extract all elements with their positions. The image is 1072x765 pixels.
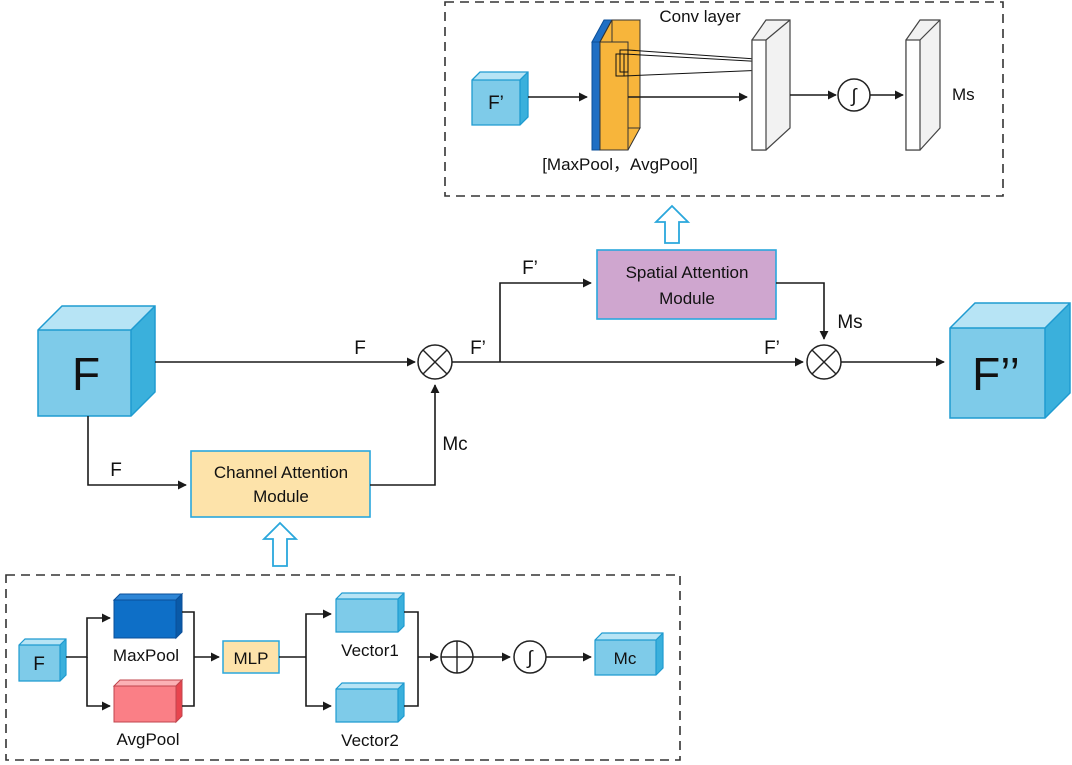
vector1-label: Vector1 <box>341 641 399 660</box>
vector1-block <box>335 592 405 633</box>
spatial-detail-frame <box>444 1 1004 197</box>
maxpool-block <box>112 592 184 640</box>
mlp-block: MLP <box>222 640 280 674</box>
channel-input-cube: F <box>18 638 67 682</box>
mc-output-cube: Mc <box>594 632 664 676</box>
edge-label-F-channel: F <box>110 460 122 481</box>
edge-label-fprime-3: F’ <box>764 338 780 359</box>
arrow-F-to-maxpool <box>66 613 111 658</box>
output-cube-F-double-prime: F’’ <box>949 302 1071 419</box>
spatial-module-label-line1: Spatial Attention <box>626 263 749 282</box>
multiply-node-2 <box>806 344 842 380</box>
spatial-output-label: Ms <box>952 85 975 104</box>
channel-input-label: F <box>33 654 45 675</box>
pool-label: [MaxPool，AvgPool] <box>542 155 698 174</box>
spatial-sigmoid-node: ∫ <box>837 78 871 112</box>
mlp-label: MLP <box>234 649 269 668</box>
maxpool-label: MaxPool <box>113 646 179 665</box>
spatial-input-label: F’ <box>488 93 504 114</box>
ms-output-map <box>905 19 941 151</box>
conv-output-map <box>751 19 791 151</box>
edge-label-ms: Ms <box>837 312 862 333</box>
arrow-mc-to-multiply <box>370 384 440 486</box>
vector2-block <box>335 682 405 723</box>
pool-feature-maps <box>591 19 771 151</box>
conv-layer-label: Conv layer <box>659 7 741 26</box>
vector2-label: Vector2 <box>341 731 399 750</box>
avgpool-block <box>112 678 184 724</box>
edge-label-fprime-2: F’ <box>522 258 538 279</box>
avgpool-label: AvgPool <box>116 730 179 749</box>
input-cube-label: F <box>72 348 100 400</box>
spatial-input-cube: F’ <box>471 71 529 126</box>
spatial-module-label-line2: Module <box>659 289 715 308</box>
spatial-attention-module: Spatial Attention Module <box>596 249 777 320</box>
arrow-F-to-channel <box>87 416 187 490</box>
channel-module-label-line1: Channel Attention <box>214 463 348 482</box>
arrow-fprime-to-spatial <box>499 278 592 362</box>
edge-label-F-main: F <box>354 338 366 359</box>
arrow-ms-to-multiply2 <box>776 282 829 340</box>
channel-detail-frame <box>5 574 681 761</box>
channel-sigmoid-node: ∫ <box>513 640 547 674</box>
pool-merge-bracket <box>182 611 195 707</box>
edge-label-mc: Mc <box>442 434 467 455</box>
channel-attention-module: Channel Attention Module <box>190 450 371 518</box>
edge-label-fprime-1: F’ <box>470 338 486 359</box>
channel-sigmoid-icon: ∫ <box>526 648 534 669</box>
arrow-mlp-to-vector2 <box>305 657 332 711</box>
channel-detail-hollow-arrow <box>261 521 299 567</box>
input-cube-F: F <box>37 305 156 417</box>
add-node <box>440 640 474 674</box>
output-cube-label: F’’ <box>972 348 1020 400</box>
channel-module-label-line2: Module <box>253 487 309 506</box>
spatial-detail-hollow-arrow <box>653 204 691 244</box>
arrow-mlp-to-vector1 <box>305 609 332 657</box>
arrow-F-to-avgpool <box>86 657 111 711</box>
mc-output-label: Mc <box>614 649 637 668</box>
vector-merge-bracket <box>404 611 419 707</box>
spatial-sigmoid-icon: ∫ <box>850 86 858 107</box>
multiply-node-1 <box>417 344 453 380</box>
